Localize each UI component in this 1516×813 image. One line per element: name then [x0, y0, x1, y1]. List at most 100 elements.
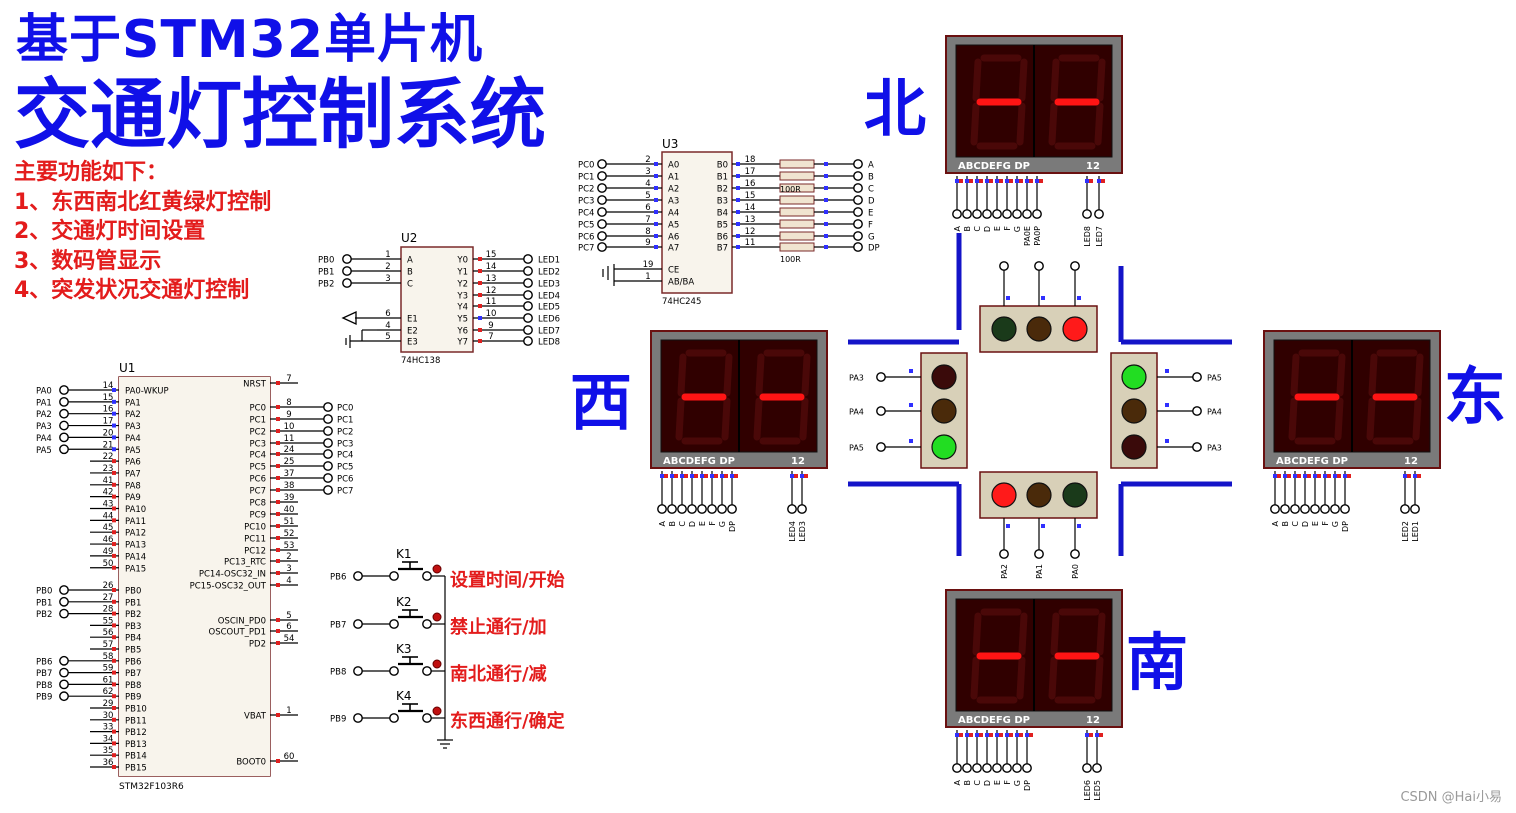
u1-net-terminal — [59, 608, 69, 619]
u2-net-label: PB1 — [318, 268, 334, 278]
traffic-light-south-terminal — [999, 549, 1009, 559]
u1-pin-name: PB1 — [125, 598, 141, 608]
pin-state-marker — [704, 474, 708, 478]
pin-state-marker — [276, 759, 280, 763]
u1-pin-number: 4 — [286, 576, 291, 586]
pin-state-marker — [276, 548, 280, 552]
u1-net-label: PB2 — [36, 610, 52, 620]
pin-state-marker — [794, 474, 798, 478]
display-west-digit-label: 12 — [791, 456, 805, 467]
u2-net-label: LED2 — [538, 268, 560, 278]
pin-state-marker — [1307, 474, 1311, 478]
display-north-pin-terminal — [1032, 209, 1042, 219]
pin-state-marker — [478, 257, 482, 261]
pin-state-marker — [1413, 474, 1417, 478]
u1-pin-number: 57 — [103, 640, 114, 650]
pin-state-marker — [1039, 179, 1043, 183]
display-east-digit-pin-terminal — [1400, 504, 1410, 514]
display-south-pin-label: G — [1013, 780, 1022, 786]
u1-pin-number: 41 — [103, 476, 114, 486]
pin-state-marker — [1029, 179, 1033, 183]
u1-net-label: PC0 — [337, 404, 353, 414]
u3-pin-name: B4 — [717, 209, 728, 219]
pin-state-marker — [1323, 474, 1327, 478]
display-east-pin-terminal — [1330, 504, 1340, 514]
u1-pin-name: OSCOUT_PD1 — [209, 628, 266, 638]
seven-segment-led — [972, 58, 982, 102]
u1-net-label: PA4 — [36, 434, 52, 444]
button-contact — [422, 666, 432, 676]
traffic-light-east-terminal — [1192, 406, 1202, 416]
u2-net-terminal — [523, 290, 533, 300]
pin-state-marker — [999, 733, 1003, 737]
button-k3-label: 南北通行/减 — [450, 664, 547, 685]
pin-state-marker — [276, 571, 280, 575]
pin-state-marker — [478, 304, 482, 308]
u2-pin-number: 4 — [385, 321, 390, 331]
u1-pin-number: 61 — [103, 675, 114, 685]
u2-net-label: LED3 — [538, 280, 560, 290]
pin-state-marker — [1287, 474, 1291, 478]
pin-state-marker — [736, 245, 740, 249]
display-north-pin-terminal — [982, 209, 992, 219]
pin-state-marker — [654, 222, 658, 226]
pin-state-marker — [112, 542, 116, 547]
display-west-pin-terminal — [667, 504, 677, 514]
pin-state-marker — [909, 439, 913, 443]
button-contact — [389, 619, 399, 629]
traffic-light-east-terminal — [1192, 442, 1202, 452]
u2-pin-name: Y1 — [456, 268, 468, 278]
u3-net-label: PC2 — [578, 185, 594, 195]
u3-net-label: C — [868, 185, 874, 195]
button-net-label: PB7 — [330, 621, 346, 631]
pin-state-marker — [112, 447, 116, 452]
u1-pin-number: 51 — [284, 517, 295, 527]
pin-state-marker — [112, 658, 116, 663]
pin-state-marker — [1015, 179, 1019, 183]
display-west-pin-label: G — [718, 521, 727, 527]
u1-net-label: PA5 — [36, 446, 52, 456]
pin-state-marker — [276, 524, 280, 528]
display-south-pin-terminal — [1002, 763, 1012, 773]
pin-state-marker — [800, 474, 804, 478]
display-south-pin-terminal — [952, 763, 962, 773]
pin-state-marker — [276, 464, 280, 468]
u1-pin-name: PB8 — [125, 681, 141, 691]
u1-net-label: PC4 — [337, 451, 353, 461]
seven-segment-led — [755, 353, 765, 397]
display-east-pin-label: F — [1321, 521, 1330, 526]
pin-state-marker — [1407, 474, 1411, 478]
pin-state-marker — [112, 423, 116, 428]
pin-state-marker — [478, 328, 482, 332]
u3-net-label: F — [868, 221, 873, 231]
u1-pin-number: 27 — [103, 593, 114, 603]
pin-state-marker — [1089, 179, 1093, 183]
display-east-pin-label: ABCDEFG DP — [1276, 456, 1348, 467]
u1-net-label: PC5 — [337, 463, 353, 473]
pin-state-marker — [736, 222, 740, 226]
button-net-terminal — [353, 571, 363, 581]
traffic-light-south-lamp — [1026, 482, 1052, 508]
u1-pin-number: 36 — [103, 758, 114, 768]
u1-net-terminal — [323, 461, 333, 471]
seven-segment-led — [1336, 353, 1346, 397]
u1-pin-name: PA0-WKUP — [125, 387, 169, 397]
u3-pin-name: A1 — [668, 173, 679, 183]
u1-pin-name: PC5 — [250, 463, 266, 473]
display-south-pin-terminal — [962, 763, 972, 773]
pin-state-marker — [1313, 474, 1317, 478]
traffic-light-east-lamp — [1121, 398, 1147, 424]
pin-state-marker — [989, 733, 993, 737]
resistor-network-element — [779, 242, 815, 252]
u1-pin-name: PC1 — [250, 416, 266, 426]
u2-pin-number: 7 — [488, 332, 493, 342]
display-south-digit-pin-label: LED6 — [1083, 780, 1092, 801]
button-contact — [422, 571, 432, 581]
u3-net-label: G — [868, 233, 875, 243]
u1-net-terminal — [59, 596, 69, 607]
pin-state-marker — [730, 474, 734, 478]
u2-net-terminal — [523, 278, 533, 288]
u1-pin-number: 23 — [103, 464, 114, 474]
u3-pin-name: AB/BA — [668, 278, 694, 288]
seven-segment-led — [970, 656, 980, 700]
